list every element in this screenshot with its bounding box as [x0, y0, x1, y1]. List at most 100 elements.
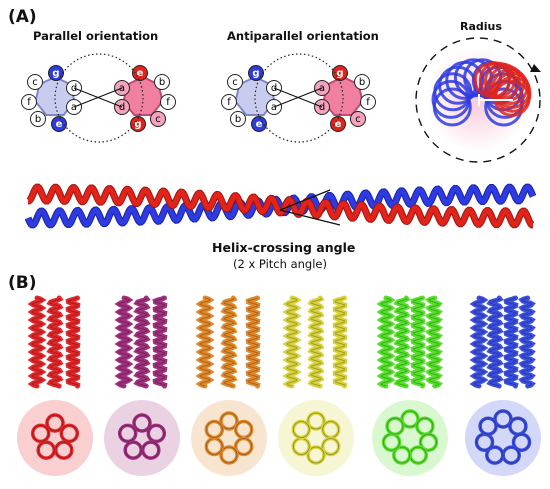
parallel-left-wheel-pos-e-label: e [56, 119, 63, 130]
crossing-angle-line-1 [279, 189, 331, 211]
parallel-left-wheel-pos-b-circle [30, 111, 46, 127]
bundle-1-top-helix [36, 440, 56, 460]
bundle-1-top-helix-edge [37, 441, 55, 459]
bundle-2-top-helix-edge [147, 424, 165, 442]
bundle-2 [104, 295, 180, 476]
bundle-3-top-helix-edge [220, 446, 238, 464]
radius-label: Radius [460, 20, 502, 33]
bundle-4-side-helix [332, 295, 348, 389]
bundle-1-top-helix [59, 423, 80, 444]
antiparallel-left-wheel-pos-c-circle [227, 74, 243, 90]
bundle-6-top-helix [511, 432, 532, 452]
antiparallel-left-wheel-pos-a-label: a [271, 102, 277, 113]
antiparallel-connector-2 [273, 87, 323, 108]
antiparallel-left-wheel-pos-b-label: b [235, 114, 241, 125]
bundle-2-side-helix-edge [136, 297, 148, 387]
bundle-2-side-helix-edge [154, 297, 166, 387]
bundle-3-top-helix-edge [205, 421, 223, 438]
bundle-3-top-helix-edge [220, 412, 238, 430]
bundle-1-side-helix [46, 295, 64, 389]
bundle-3-side-helix-edge [223, 297, 235, 387]
crossing-angle-subtitle: (2 x Pitch angle) [233, 257, 327, 271]
parallel-dotted-circle [54, 53, 144, 143]
bundle-5-side-helix [393, 295, 411, 389]
bundle-2-side-helix [133, 295, 151, 389]
bundle-6-top-helix [493, 409, 513, 429]
bundle-3-side-helix-edge [247, 297, 259, 387]
antiparallel-left-wheel-pos-e-label: e [256, 119, 263, 130]
bundle-3-top-helix-edge [235, 438, 253, 455]
red-ring [483, 62, 521, 100]
bundle-2-top-helix-edge [124, 441, 142, 459]
antiparallel-left-wheel-pos-b-circle [230, 111, 246, 127]
bundle-4-side-helix-edge [334, 297, 346, 387]
blue-ring [484, 87, 524, 127]
helical-bundles [17, 295, 541, 476]
bundle-1-top-helix-edge [46, 414, 64, 432]
antiparallel-right-wheel-pos-b-label: b [359, 77, 365, 88]
bundle-3-top-helix [219, 445, 239, 465]
bundle-4-top-helix-edge [322, 438, 340, 455]
parallel-connector-2 [73, 87, 123, 108]
bundle-3-side-helix [195, 295, 215, 389]
antiparallel-right-wheel-pos-g-circle [332, 65, 348, 81]
bundle-6-top-helix [485, 445, 505, 465]
bundle-6-side-helix [503, 295, 519, 389]
bundle-5-side-helix-edge [396, 297, 408, 387]
bundle-6-side-helix-edge [505, 297, 517, 387]
parallel-right-wheel-pos-g-circle [130, 116, 146, 132]
bundle-6-side-helix-edge [473, 297, 485, 387]
bundle-6-top-helix-edge [479, 417, 497, 435]
antiparallel-right-wheel-pos-b-circle [354, 74, 370, 90]
antiparallel-right-wheel-pos-c-label: c [355, 114, 361, 125]
bundle-1-top-helix [45, 413, 65, 433]
bundle-2-top-helix [117, 423, 138, 444]
antiparallel-left-wheel-pos-f-circle [221, 94, 237, 110]
parallel-right-wheel-pos-g-label: g [134, 119, 141, 130]
parallel-left-wheel-pos-f-circle [21, 94, 37, 110]
bundle-5-top-helix-edge [420, 433, 437, 451]
parallel-left-wheel-pos-b-label: b [35, 114, 41, 125]
bundle-3-side-helix [245, 295, 261, 389]
antiparallel-right-wheel-pos-f-label: f [366, 97, 370, 108]
parallel-right-wheel-pos-b-circle [154, 74, 170, 90]
antiparallel-left-wheel-pos-g-label: g [252, 68, 259, 79]
bundle-5-top-helix [418, 432, 439, 452]
bundle-6-side-helix [518, 295, 536, 389]
parallel-title: Parallel orientation [33, 29, 158, 43]
antiparallel-left-wheel-pos-e-circle [251, 116, 267, 132]
bundle-4-surface [278, 400, 354, 476]
bundle-5-top-helix [392, 445, 412, 465]
antiparallel-right-wheel-pos-d-label: d [319, 102, 325, 113]
bundle-4-top-helix [320, 436, 341, 457]
coiled-coil-side-view [24, 183, 537, 229]
antiparallel-left-wheel-pos-c-label: c [232, 77, 238, 88]
parallel-left-wheel-pos-c-circle [27, 74, 43, 90]
bundle-5-side-helix [410, 295, 426, 389]
parallel-right-wheel-pos-e-label: e [137, 68, 144, 79]
bundle-2-top-helix [132, 413, 152, 433]
antiparallel-title: Antiparallel orientation [227, 29, 379, 43]
blue-helix [25, 184, 536, 228]
radius-dashed-circle [415, 37, 541, 163]
parallel-right-wheel-pos-f-circle [160, 94, 176, 110]
bundle-1-top-helix-edge [32, 424, 50, 442]
bundle-3 [191, 295, 267, 476]
bundle-6-side-helix-edge [521, 297, 533, 387]
antiparallel-right-wheel-pos-e-label: e [335, 119, 342, 130]
bundle-2-side-helix [114, 295, 134, 389]
bundle-1 [17, 295, 93, 476]
bundle-5-side-helix [425, 295, 443, 389]
bundle-1-surface [17, 400, 93, 476]
panel-b-label: (B) [8, 273, 37, 293]
bundle-5-top-helix [385, 416, 405, 436]
bundle-4-side-helix [307, 295, 325, 389]
crossing-angle-title: Helix-crossing angle [212, 240, 355, 255]
bundle-4-side-helix-edge [286, 297, 298, 387]
bundle-3-top-helix [219, 411, 239, 431]
bundle-2-side-helix [152, 295, 168, 389]
bundle-2-top-helix-edge [119, 424, 137, 442]
parallel-left-wheel-pos-e-circle [51, 116, 67, 132]
